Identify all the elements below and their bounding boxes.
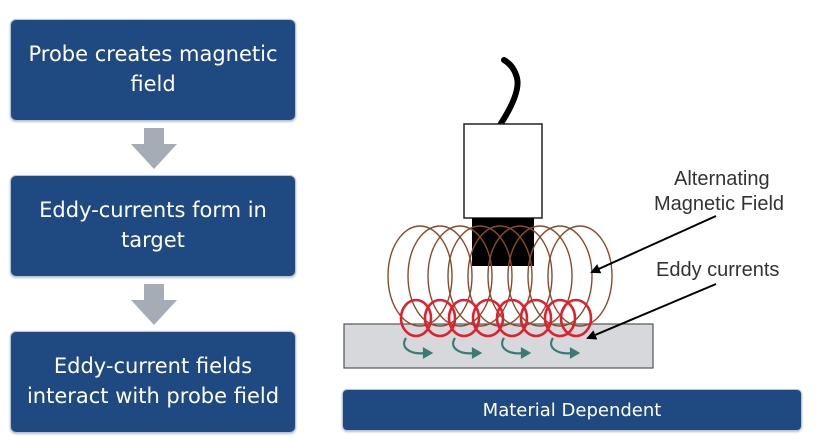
eddy-current-loops	[399, 298, 593, 338]
step-eddy-currents-form-text: Eddy-currents form in target	[39, 198, 267, 252]
probe-cable	[497, 57, 521, 128]
label-alternating: Alternating	[674, 168, 770, 190]
pointer-arrow-magnetic-field	[590, 215, 717, 274]
label-eddy-currents: Eddy currents	[656, 259, 779, 281]
pointer-arrow-eddy-currents	[586, 283, 717, 340]
step-probe-creates-field: Probe creates magnetic field	[10, 19, 296, 121]
step-fields-interact: Eddy-current fields interact with probe …	[10, 331, 296, 433]
step-probe-creates-field-text: Probe creates magnetic field	[28, 42, 278, 96]
material-dependent-bar: Material Dependent	[342, 389, 802, 431]
magnetic-field-coil	[387, 225, 613, 327]
eddy-current-probe-diagram: Alternating Magnetic Field Eddy currents	[343, 57, 784, 369]
material-dependent-label: Material Dependent	[482, 399, 662, 421]
probe-body	[463, 123, 543, 219]
label-magnetic-field: Magnetic Field	[654, 193, 784, 215]
step-eddy-currents-form: Eddy-currents form in target	[10, 175, 296, 277]
down-arrow-icon	[131, 284, 177, 325]
step-fields-interact-text: Eddy-current fields interact with probe …	[26, 354, 280, 408]
eddy-circulation-arrows	[403, 337, 581, 359]
down-arrow-icon	[131, 128, 177, 169]
